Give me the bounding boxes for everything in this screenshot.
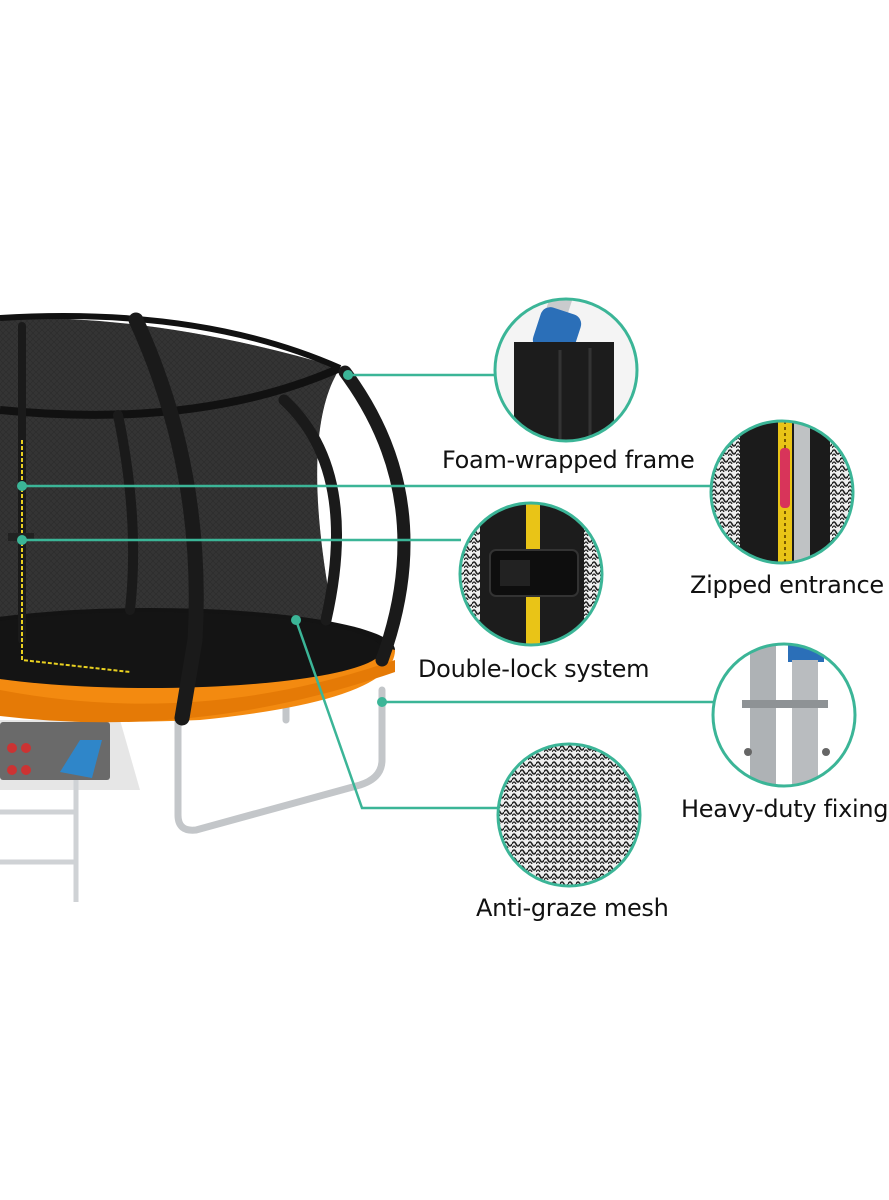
detail-foam-circle (493, 297, 639, 443)
detail-mesh-circle (496, 742, 642, 888)
label-heavy-duty-fixings: Heavy-duty fixings (681, 795, 889, 823)
callout-dot-zip (17, 481, 27, 491)
detail-fix-circle (711, 642, 857, 788)
detail-zip-circle (709, 419, 855, 565)
label-foam-wrapped-frame: Foam-wrapped frame (442, 446, 695, 474)
label-double-lock-system: Double-lock system (418, 655, 650, 683)
callout-lines (22, 373, 713, 810)
label-zipped-entrance: Zipped entrance (690, 571, 884, 599)
callout-dot-mesh (291, 615, 301, 625)
callout-dot-lock (17, 535, 27, 545)
callout-dot-fix (377, 697, 387, 707)
label-anti-graze-mesh: Anti-graze mesh (476, 894, 669, 922)
detail-lock-circle (458, 501, 604, 647)
trampoline-image (0, 312, 411, 902)
callout-dot-foam (343, 370, 353, 380)
